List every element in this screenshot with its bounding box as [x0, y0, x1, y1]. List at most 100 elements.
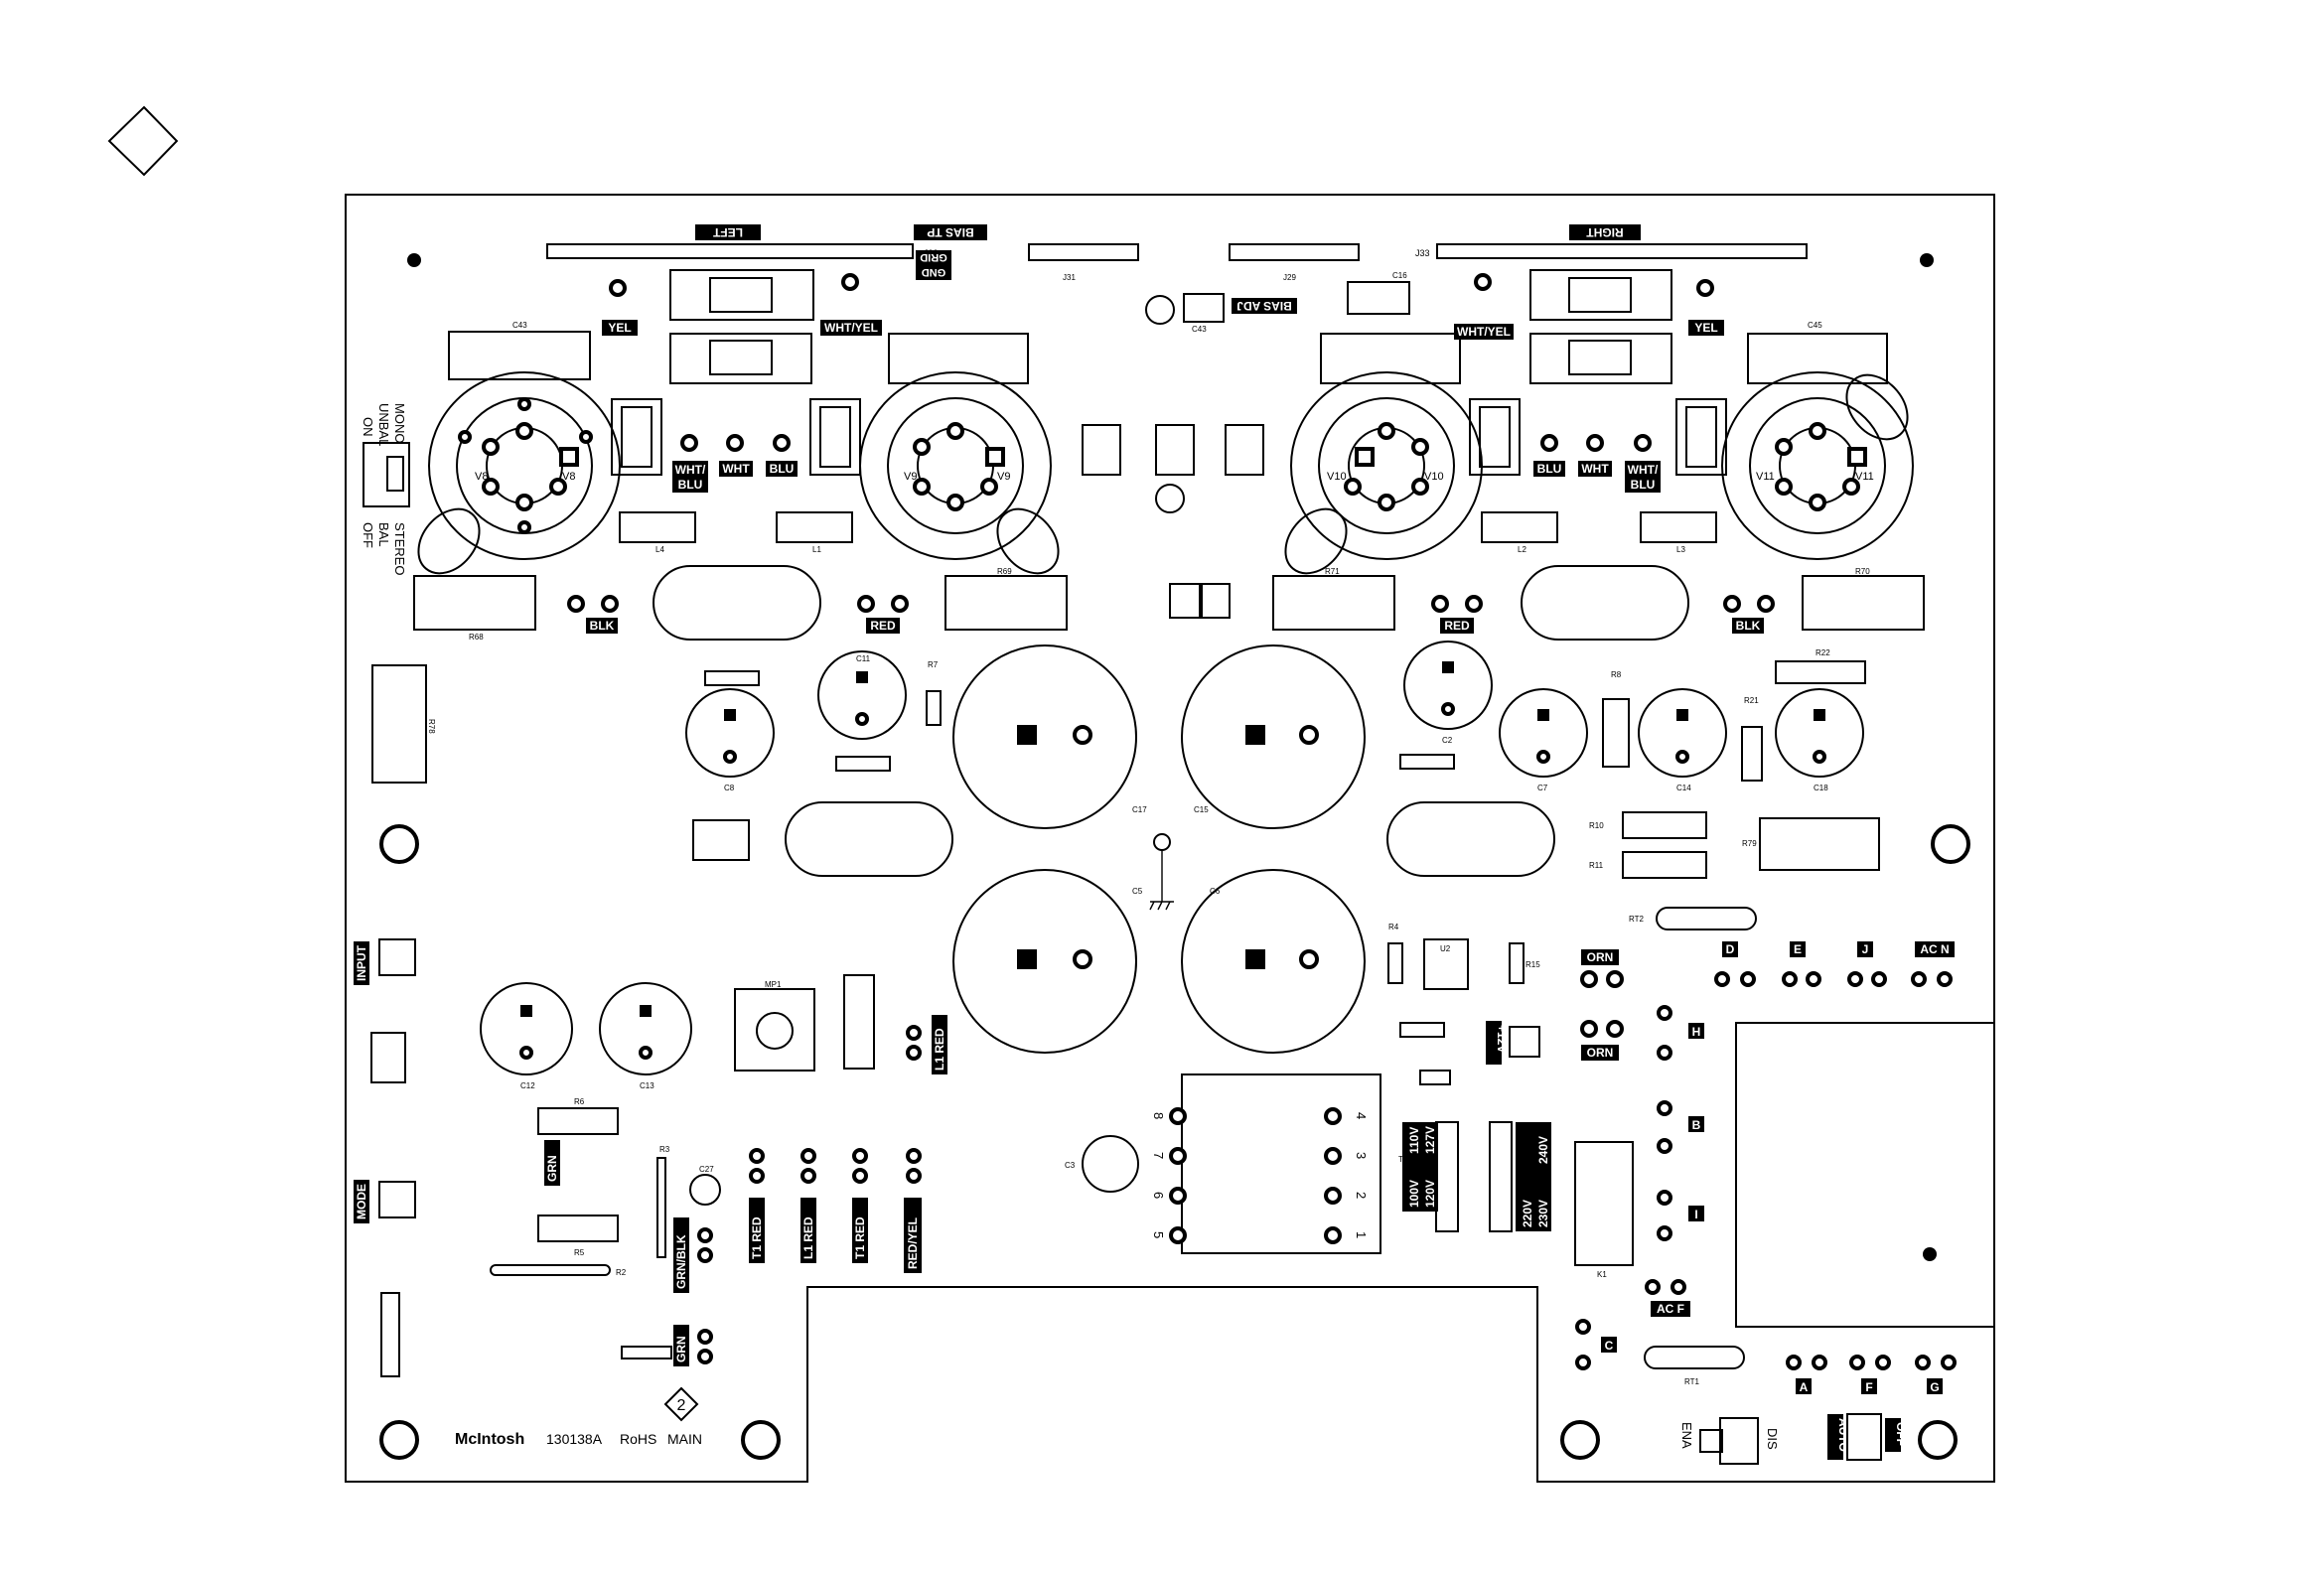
inductors: L4 L1 L2 L3 — [619, 511, 1717, 554]
svg-text:C13: C13 — [640, 1081, 654, 1090]
svg-text:C6: C6 — [1210, 887, 1221, 896]
svg-text:E: E — [1794, 942, 1802, 956]
svg-text:J33: J33 — [1415, 248, 1430, 258]
thermistors: RT2 RT1 — [1629, 907, 1757, 1386]
svg-text:R78: R78 — [427, 719, 436, 734]
tube-socket-v9: V9 V9 — [859, 371, 1060, 575]
svg-text:V10: V10 — [1327, 471, 1347, 483]
svg-text:V8: V8 — [475, 471, 488, 483]
svg-text:B: B — [1692, 1118, 1701, 1132]
svg-text:C17: C17 — [1132, 805, 1147, 814]
svg-text:STEREO: STEREO — [392, 522, 407, 575]
svg-text:A: A — [1800, 1380, 1809, 1394]
input-badge — [354, 941, 369, 985]
svg-text:OFF: OFF — [361, 522, 375, 548]
off-badge — [1885, 1418, 1901, 1452]
svg-text:K1: K1 — [1597, 1270, 1607, 1279]
brand-logo: McIntosh — [455, 1431, 524, 1448]
svg-text:C11: C11 — [856, 654, 871, 663]
mono-stereo-switch[interactable] — [363, 442, 410, 507]
dis-label: DIS — [1765, 1428, 1780, 1450]
grid-label: GRID — [920, 251, 947, 263]
svg-text:R79: R79 — [1742, 839, 1757, 848]
svg-text:H: H — [1692, 1025, 1701, 1039]
svg-text:R69: R69 — [997, 567, 1012, 576]
svg-text:G: G — [1930, 1380, 1939, 1394]
bias-adj-trimmer — [1183, 293, 1225, 323]
revision-diamond-icon — [107, 105, 179, 177]
svg-text:WHT: WHT — [1581, 462, 1609, 476]
rohs-label: RoHS — [620, 1431, 656, 1447]
svg-text:R11: R11 — [1589, 861, 1604, 870]
svg-text:YEL: YEL — [1694, 321, 1717, 335]
side-pads: H B I C AC F — [1575, 1005, 1704, 1370]
header-j29: J29 — [1229, 243, 1360, 282]
mode-badge — [354, 1180, 369, 1223]
svg-text:RED: RED — [1444, 619, 1470, 633]
filter-capacitors: C17 C15 C5 C6 — [952, 644, 1366, 1054]
svg-text:BLU: BLU — [1631, 478, 1656, 492]
svg-text:V11: V11 — [1855, 471, 1874, 483]
svg-text:L3: L3 — [1676, 545, 1685, 554]
svg-text:C43: C43 — [512, 321, 527, 330]
svg-text:R70: R70 — [1855, 567, 1870, 576]
lead-badges-row2: BLK RED RED BLK — [567, 595, 1775, 634]
svg-text:C18: C18 — [1814, 784, 1828, 792]
input-jumper-j26[interactable] — [378, 938, 416, 976]
left-header-badge — [695, 224, 761, 240]
svg-text:L1 RED: L1 RED — [801, 1216, 815, 1259]
part-number: 130138A — [546, 1431, 603, 1447]
svg-text:WHT: WHT — [722, 462, 750, 476]
svg-text:240V: 240V — [1536, 1136, 1550, 1164]
svg-text:C8: C8 — [724, 784, 735, 792]
heatsink-area — [1735, 1022, 1995, 1328]
plus12v-badge — [1486, 1021, 1502, 1065]
svg-text:T1 RED: T1 RED — [750, 1216, 764, 1259]
svg-text:BLK: BLK — [1736, 619, 1761, 633]
revision-number: 2 — [677, 1397, 686, 1414]
right-header-badge — [1569, 224, 1641, 240]
svg-text:MONO: MONO — [392, 403, 407, 443]
ena-dis-switch[interactable] — [1719, 1417, 1759, 1465]
svg-text:C16: C16 — [1392, 271, 1407, 280]
svg-text:C27: C27 — [699, 1165, 714, 1174]
auto-badge — [1827, 1414, 1843, 1460]
revision-marker-icon — [663, 1386, 699, 1422]
svg-text:BLU: BLU — [770, 462, 795, 476]
electrolytic-capacitors: C11 C2 C7 C14 C18 C8 C12 C13 C3 C27 — [480, 641, 1864, 1206]
tube-socket-v11: V11 V11 — [1721, 371, 1914, 560]
mono-stereo-switch-lever[interactable] — [386, 456, 404, 492]
svg-text:RED: RED — [870, 619, 896, 633]
svg-text:AC F: AC F — [1657, 1302, 1684, 1316]
svg-text:C45: C45 — [1808, 321, 1822, 330]
svg-text:ORN: ORN — [1587, 950, 1614, 964]
svg-text:R5: R5 — [574, 1248, 585, 1257]
bias-adj-label: BIAS ADJ — [1236, 299, 1292, 313]
svg-text:J: J — [1862, 942, 1869, 956]
lower-left-components — [380, 1292, 672, 1377]
svg-text:R71: R71 — [1325, 567, 1340, 576]
svg-text:C: C — [1605, 1339, 1614, 1353]
svg-text:L1: L1 — [812, 545, 821, 554]
svg-text:L2: L2 — [1518, 545, 1526, 554]
svg-text:127V: 127V — [1423, 1126, 1437, 1154]
voltage-selector: 100V 120V 110V 127V 220V 230V 240V — [1402, 1121, 1551, 1232]
svg-text:6: 6 — [1151, 1192, 1166, 1199]
ena-dis-switch-lever[interactable] — [1699, 1429, 1723, 1453]
capacitor-c1 — [843, 974, 875, 1070]
svg-text:RT1: RT1 — [1684, 1377, 1700, 1386]
svg-text:GRN/BLK: GRN/BLK — [674, 1234, 688, 1289]
svg-text:R8: R8 — [1611, 670, 1622, 679]
svg-text:WHT/: WHT/ — [1628, 463, 1659, 477]
header-j32: J32 — [546, 243, 939, 259]
svg-text:ORN: ORN — [1587, 1046, 1614, 1060]
test-point-badges: YEL WHT/YEL WHT/ BLU WHT BLU WHT/YEL YEL… — [602, 273, 1724, 493]
j5-header — [1509, 1026, 1540, 1058]
j28-jumper[interactable] — [1846, 1413, 1882, 1461]
mount-dot — [407, 253, 421, 267]
svg-text:8: 8 — [1151, 1112, 1166, 1119]
ena-label: ENA — [1679, 1422, 1694, 1449]
mode-jumper-j27[interactable] — [378, 1181, 416, 1218]
power-resistors: R68 R69 R71 R70 R78 — [371, 567, 1925, 784]
